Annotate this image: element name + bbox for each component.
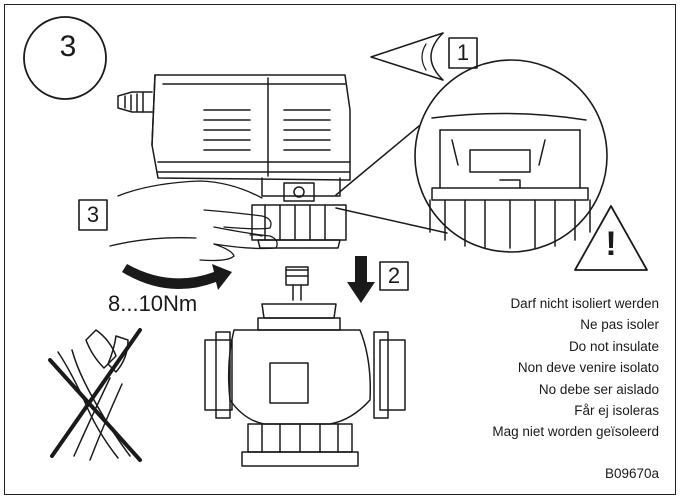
eye-icon (370, 32, 444, 81)
warning-exclamation: ! (605, 225, 617, 263)
note-line: Non deve venire isolato (517, 360, 659, 376)
note-line: Mag niet worden geïsoleerd (492, 424, 659, 440)
note-line: Får ej isoleras (574, 403, 659, 419)
step-number: 3 (59, 30, 77, 63)
note-line: No debe ser aislado (538, 381, 659, 397)
no-pliers-icon (48, 328, 142, 462)
callout-label-turn: 3 (86, 202, 100, 227)
valve-coupling (251, 177, 347, 249)
callout-label-press: 2 (387, 263, 401, 288)
callout-box-2 (379, 261, 409, 291)
down-arrow (347, 256, 375, 303)
note-line: Do not insulate (568, 338, 659, 354)
callout-label-view: 1 (456, 40, 470, 65)
warning-icon (574, 205, 648, 271)
rotate-arrow (122, 264, 232, 290)
torque-spec: 8...10Nm (108, 291, 198, 316)
hand-illustration (109, 180, 278, 262)
step-circle (23, 16, 107, 100)
actuator-housing (117, 74, 351, 181)
note-line: Darf nicht isoliert werden (510, 296, 659, 311)
valve-body (204, 266, 406, 467)
warning-notes: Darf nicht isoliert werden Ne pas isoler… (492, 293, 659, 443)
detail-magnifier (335, 59, 608, 253)
ventilation-slots (203, 109, 331, 151)
callout-box-3 (78, 199, 108, 231)
cable-gland (117, 91, 153, 113)
callout-box-1 (448, 37, 478, 69)
figure-code: B09670a (604, 466, 659, 481)
figure-frame (4, 4, 676, 495)
note-line: Ne pas isoler (580, 317, 659, 333)
